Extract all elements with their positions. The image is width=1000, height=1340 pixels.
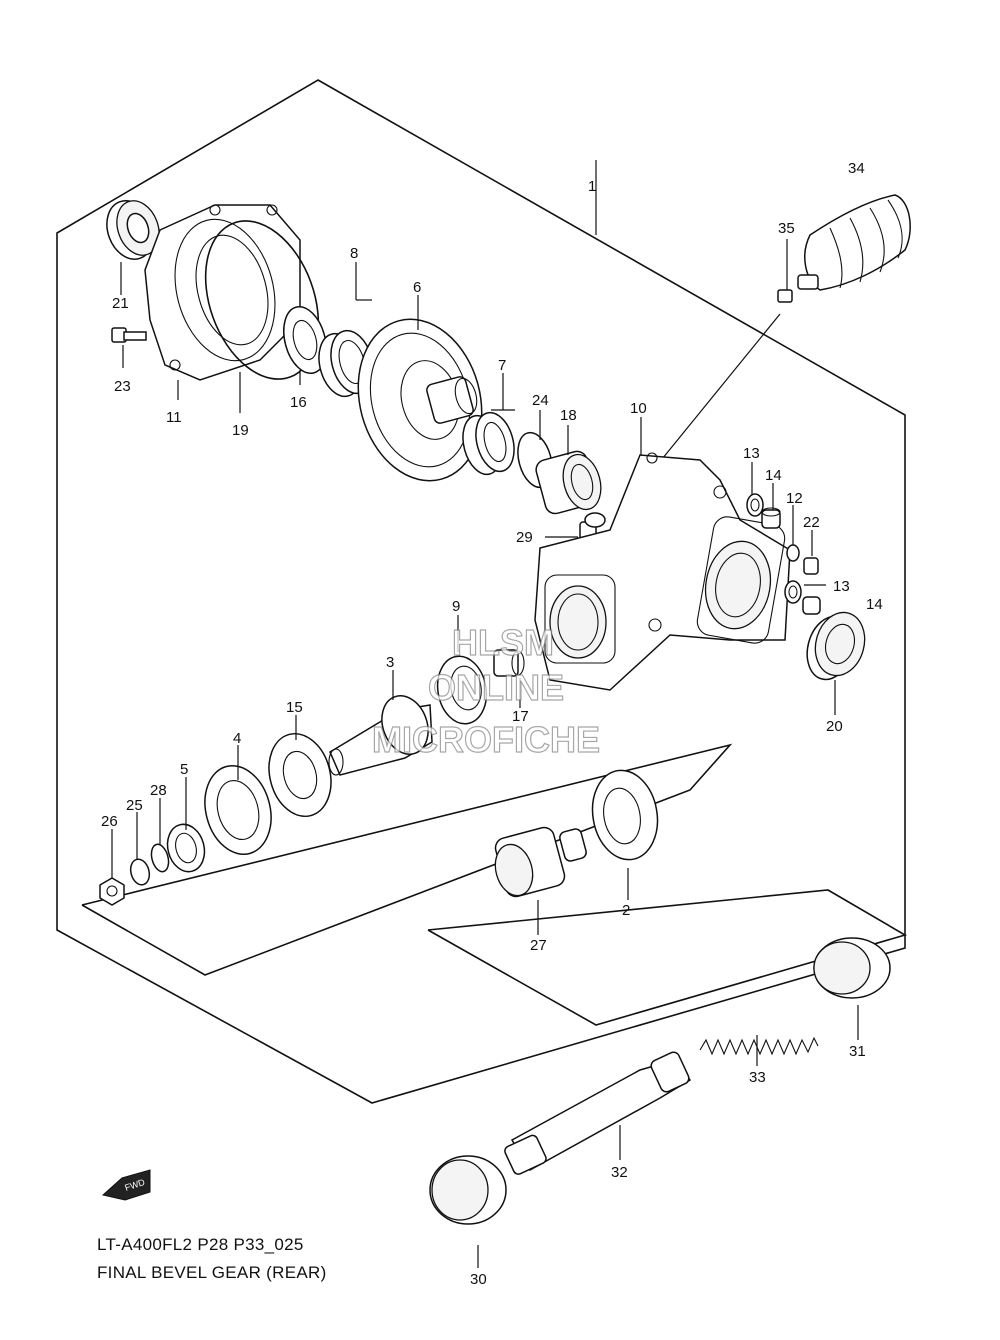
watermark-line-2: ONLINE [428,667,564,708]
plug-14-lower [802,596,821,615]
callout-22: 22 [803,514,820,531]
callout-10: 10 [630,400,647,417]
callout-29: 29 [516,529,533,546]
diagram-title: FINAL BEVEL GEAR (REAR) [97,1263,327,1282]
callout-19: 19 [232,422,249,439]
callout-12: 12 [786,490,803,507]
callout-14a: 14 [765,467,782,484]
callout-33: 33 [749,1069,766,1086]
callout-11: 11 [166,409,182,426]
bearing-15 [268,732,332,818]
shaft-32 [504,1051,692,1175]
washer-13-upper [746,493,764,517]
callout-26: 26 [101,813,118,830]
bearing-17 [493,649,525,677]
callout-35: 35 [778,220,795,237]
oil-seal-20 [806,611,866,681]
callout-16: 16 [290,394,307,411]
callout-27: 27 [530,937,547,954]
callout-32: 32 [611,1164,628,1181]
oil-seal-2 [591,769,659,861]
callout-2: 2 [622,902,630,919]
cap-30 [429,1155,507,1225]
frame-leader-34 [644,313,781,481]
callout-8: 8 [350,245,358,262]
callout-23: 23 [114,378,131,395]
plug-22 [803,557,819,575]
pinion-group-frame [81,743,733,976]
spring-guide-31 [813,937,891,999]
callout-3: 3 [386,654,394,671]
callout-30: 30 [470,1271,487,1288]
callout-34: 34 [848,160,865,177]
washer-25 [129,858,151,886]
case-cover-11 [144,204,301,381]
bolt-23 [111,327,147,343]
callout-4: 4 [233,730,241,747]
bearing-retainer-4 [204,765,272,855]
bearing-18 [535,450,602,515]
callout-18: 18 [560,407,577,424]
callout-28: 28 [150,782,167,799]
callout-25: 25 [126,797,143,814]
spring-33 [699,1036,819,1056]
washer-13-lower [784,580,802,604]
coupling-27 [494,826,587,898]
clamp-35 [777,289,793,303]
callout-17: 17 [512,708,529,725]
shim-7 [462,411,515,476]
bearing-16 [283,306,327,374]
callout-5: 5 [180,761,188,778]
callout-13a: 13 [743,445,760,462]
callout-13b: 13 [833,578,850,595]
watermark-line-1: HLSM [452,622,554,663]
callout-14b: 14 [866,596,883,613]
ring-gear-6 [357,318,483,482]
washer-28 [150,843,170,873]
callout-9: 9 [452,598,460,615]
callout-labels: 1 2 3 4 5 6 7 8 9 10 11 12 13 13 14 14 1… [101,160,883,1288]
nut-26 [99,877,125,906]
fwd-arrow-icon: FWD [101,1169,151,1201]
watermark-line-3: MICROFICHE [372,719,600,760]
callout-20: 20 [826,718,843,735]
callout-21: 21 [112,295,129,312]
assembly-outline [56,79,906,1104]
callout-7: 7 [498,357,506,374]
leader-lines [111,239,859,1268]
oil-seal-9 [436,655,488,725]
pinion-gear-3 [328,695,433,776]
model-code: LT-A400FL2 P28 P33_025 [97,1235,304,1254]
o-ring-19 [204,220,320,380]
plug-14-upper [761,507,781,529]
bearing-21 [106,200,160,260]
gear-case-10 [534,452,791,691]
callout-1: 1 [588,178,596,195]
callout-24: 24 [532,392,549,409]
watermark: HLSM ONLINE MICROFICHE [371,621,600,760]
callout-6: 6 [413,279,421,296]
spacer-5 [166,823,206,873]
shaft-group-frame [427,889,908,1026]
callout-31: 31 [849,1043,866,1060]
callout-15: 15 [286,699,303,716]
boot-34 [797,194,911,291]
washer-12 [786,544,800,562]
